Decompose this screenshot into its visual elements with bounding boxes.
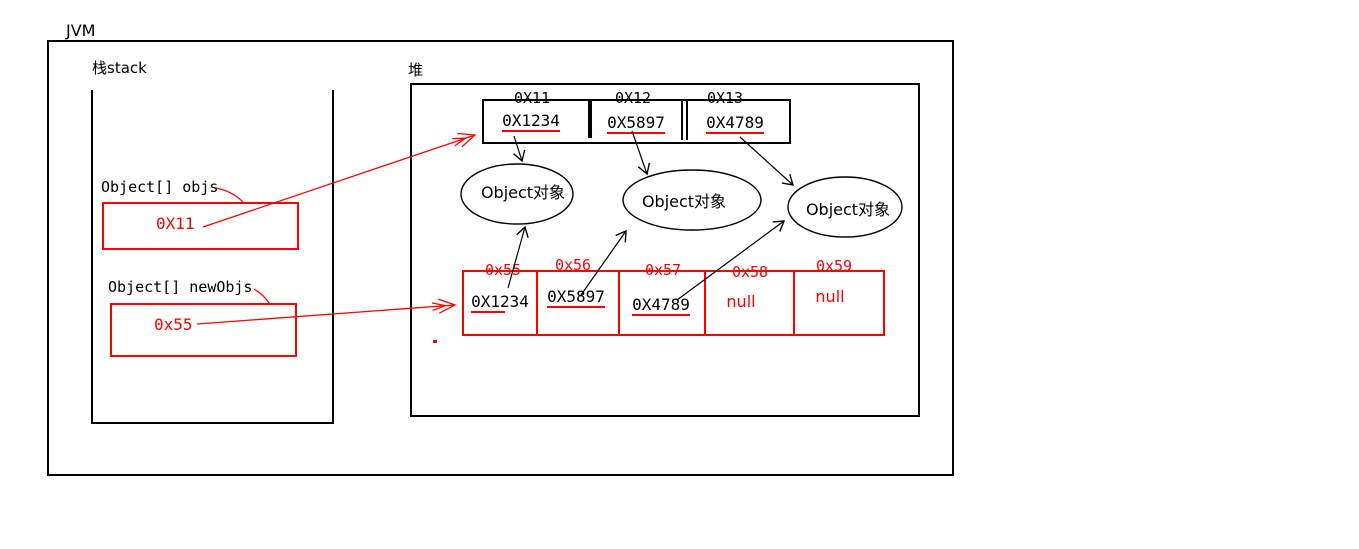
stray-pen-mark — [433, 340, 437, 343]
stack-var-newobjs-value: 0x55 — [154, 315, 193, 334]
old-array-divider-2a — [681, 99, 683, 140]
heap-old-array: 0X11 0X12 0X13 0X1234 0X5897 0X4789 — [482, 91, 791, 144]
stack-label: 栈stack — [92, 59, 147, 77]
stack-var-newobjs-name: Object[] newObjs — [108, 278, 253, 296]
new-array-value: 0X1234 — [471, 292, 529, 313]
heap-label: 堆 — [408, 61, 424, 79]
old-array-value: 0X1234 — [502, 111, 560, 132]
jvm-label: JVM — [66, 21, 96, 40]
new-array-address: 0x57 — [644, 261, 682, 279]
stack-var-objs-value: 0X11 — [156, 214, 195, 233]
old-array-value: 0X5897 — [607, 113, 665, 134]
heap-box — [410, 83, 920, 417]
new-array-address: 0x58 — [731, 263, 769, 281]
old-array-divider-1 — [588, 101, 592, 138]
old-array-address: 0X11 — [513, 89, 551, 107]
old-array-address: 0X13 — [706, 89, 744, 107]
old-array-divider-2b — [686, 99, 688, 140]
stack-var-objs-name: Object[] objs — [101, 178, 219, 196]
old-array-address: 0X12 — [614, 89, 652, 107]
new-array-divider — [536, 272, 538, 334]
new-array-divider — [793, 272, 795, 334]
stack-var-objs-cell — [102, 202, 299, 250]
new-array-null-value: null — [726, 292, 756, 311]
new-array-divider — [704, 272, 706, 334]
stack-box — [91, 90, 334, 424]
old-array-value: 0X4789 — [706, 113, 764, 134]
stack-var-newobjs-cell — [110, 303, 297, 357]
heap-new-array: 0x55 0x56 0x57 0x58 0x59 0X1234 0X5897 0… — [462, 258, 885, 336]
new-array-value: 0X4789 — [632, 295, 690, 316]
new-array-address: 0x55 — [484, 261, 522, 279]
jvm-box — [47, 40, 954, 476]
new-array-address: 0x56 — [554, 256, 592, 274]
new-array-null-value: null — [815, 287, 845, 306]
new-array-address: 0x59 — [815, 257, 853, 275]
new-array-divider — [618, 272, 620, 334]
new-array-value: 0X5897 — [547, 287, 605, 308]
